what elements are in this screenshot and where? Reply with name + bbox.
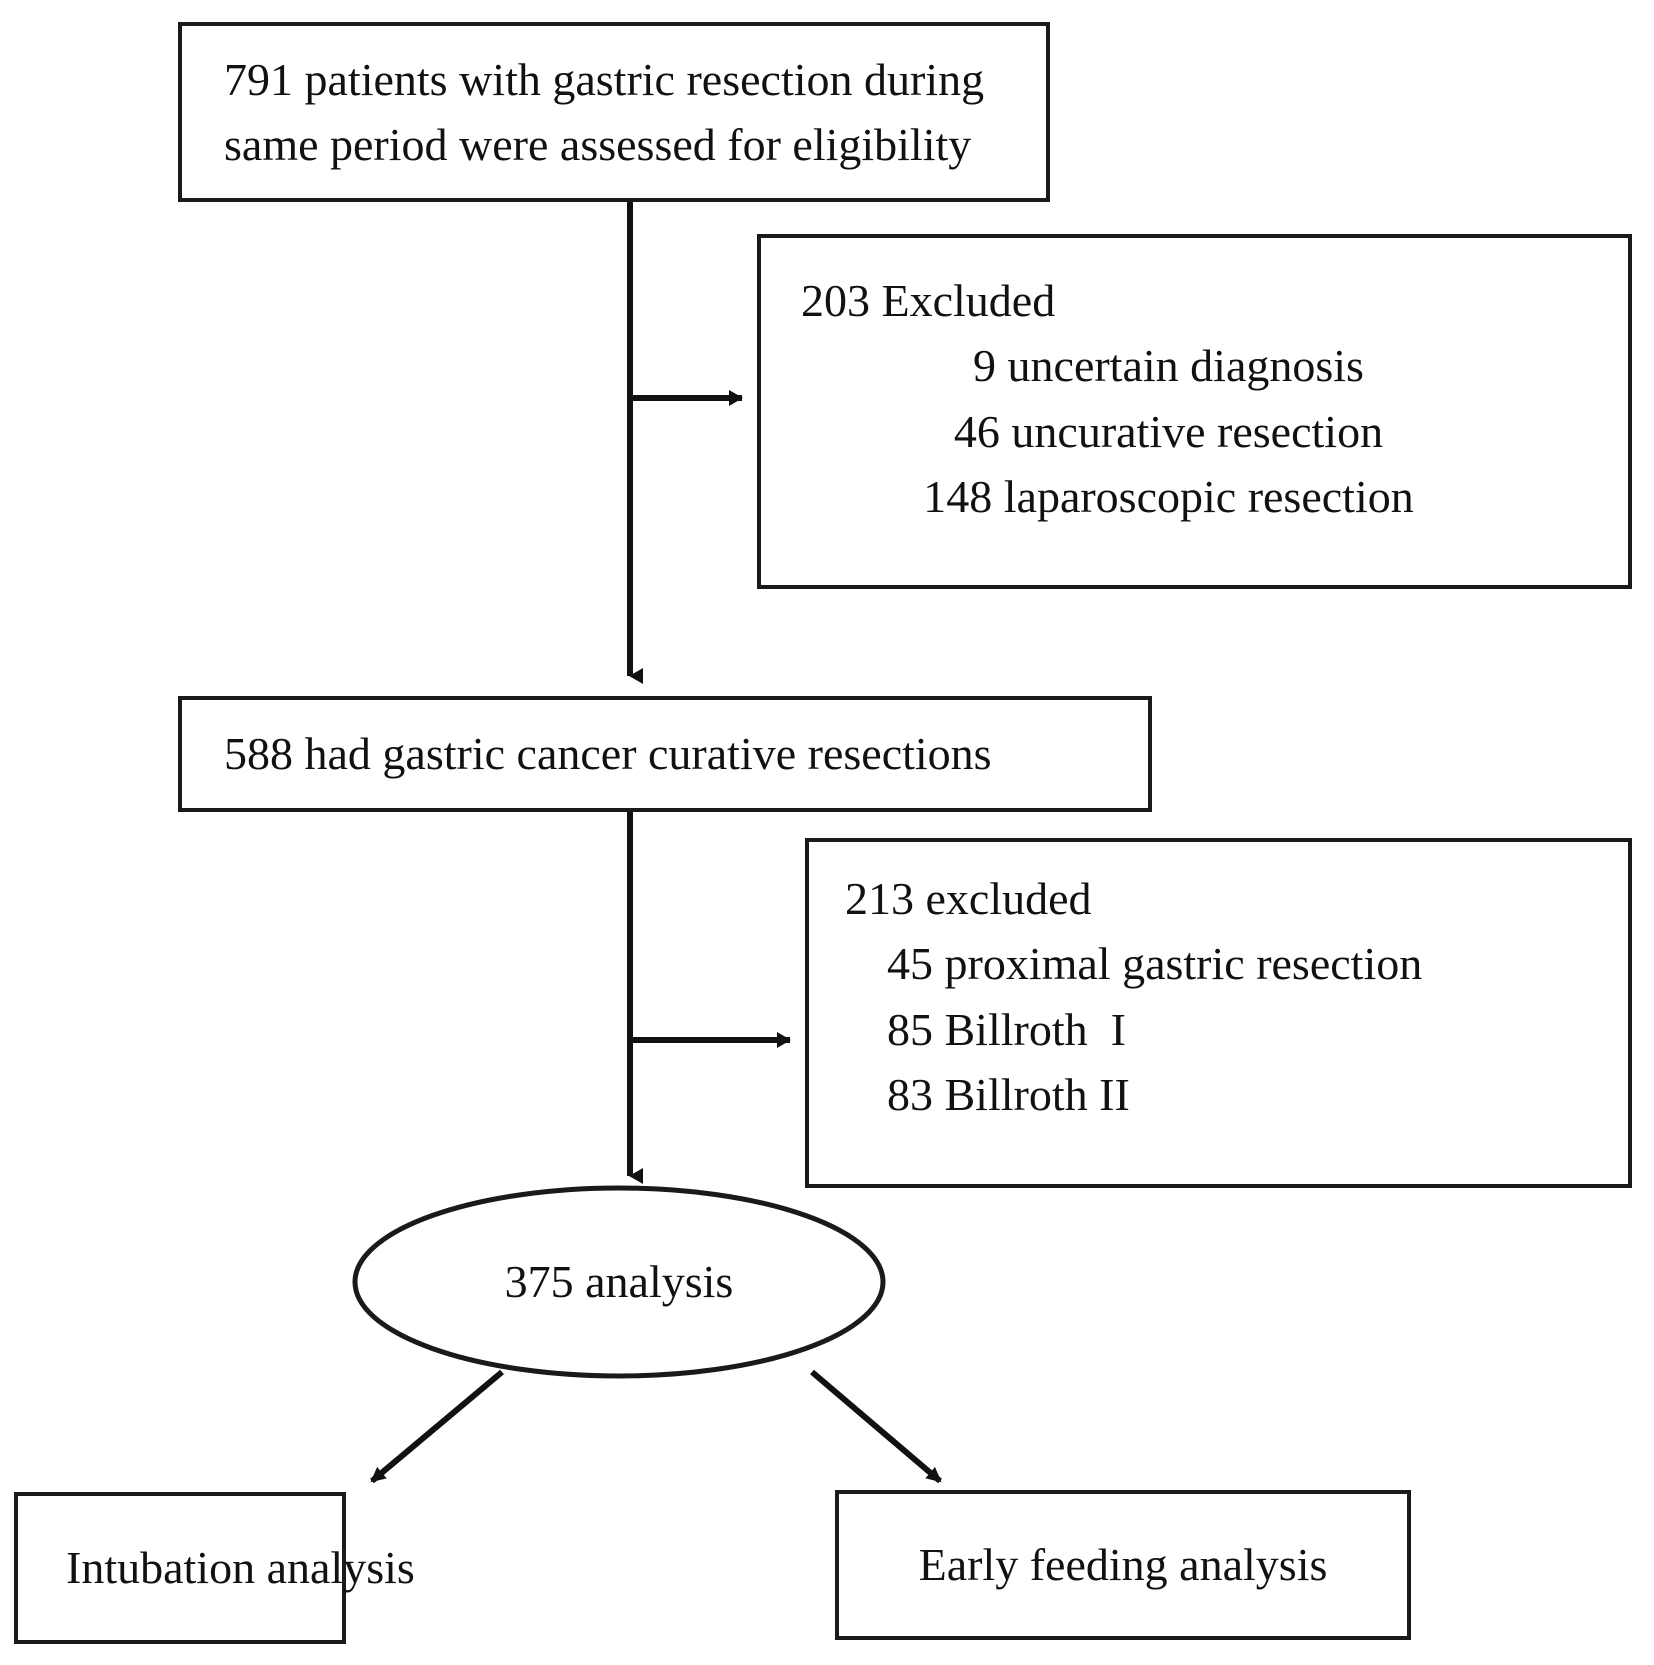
node-screened: 791 patients with gastric resection duri… <box>178 22 1050 202</box>
excluded-second-item-0: 45 proximal gastric resection <box>887 938 1423 990</box>
curative-line-1: 588 had gastric cancer curative resectio… <box>224 728 992 780</box>
excluded-second-item-1: 85 Billroth I <box>887 1003 1126 1055</box>
excluded-first-item-1: 46 uncurative resection <box>953 405 1384 457</box>
excluded-first-heading: 203 Excluded <box>801 275 1056 326</box>
node-intubation-analysis: Intubation analysis <box>14 1492 415 1644</box>
excluded-first-item-2: 148 laparoscopic resection <box>923 470 1414 522</box>
node-excluded-first: 203 Excluded 9 uncertain diagnosis 46 un… <box>757 234 1632 589</box>
intubation-label: Intubation analysis <box>66 1542 415 1594</box>
edge-analysis-to-feeding <box>810 1369 942 1484</box>
screened-line-2: same period were assessed for eligibilit… <box>224 119 972 170</box>
analysis-label: 375 analysis <box>504 1256 734 1308</box>
node-early-feeding-analysis: Early feeding analysis <box>835 1490 1411 1640</box>
excluded-second-heading: 213 excluded <box>845 873 1092 924</box>
node-excluded-second: 213 excluded 45 proximal gastric resecti… <box>805 838 1632 1188</box>
node-analysis: 375 analysis <box>355 1188 883 1376</box>
node-curative-resections: 588 had gastric cancer curative resectio… <box>178 696 1152 812</box>
screened-line-1: 791 patients with gastric resection duri… <box>224 53 985 105</box>
excluded-first-item-0: 9 uncertain diagnosis <box>973 340 1364 392</box>
edge-analysis-to-intubation <box>370 1369 504 1484</box>
feeding-label: Early feeding analysis <box>918 1539 1328 1591</box>
analysis-ellipse <box>352 1185 886 1379</box>
excluded-second-item-2: 83 Billroth II <box>887 1068 1130 1120</box>
